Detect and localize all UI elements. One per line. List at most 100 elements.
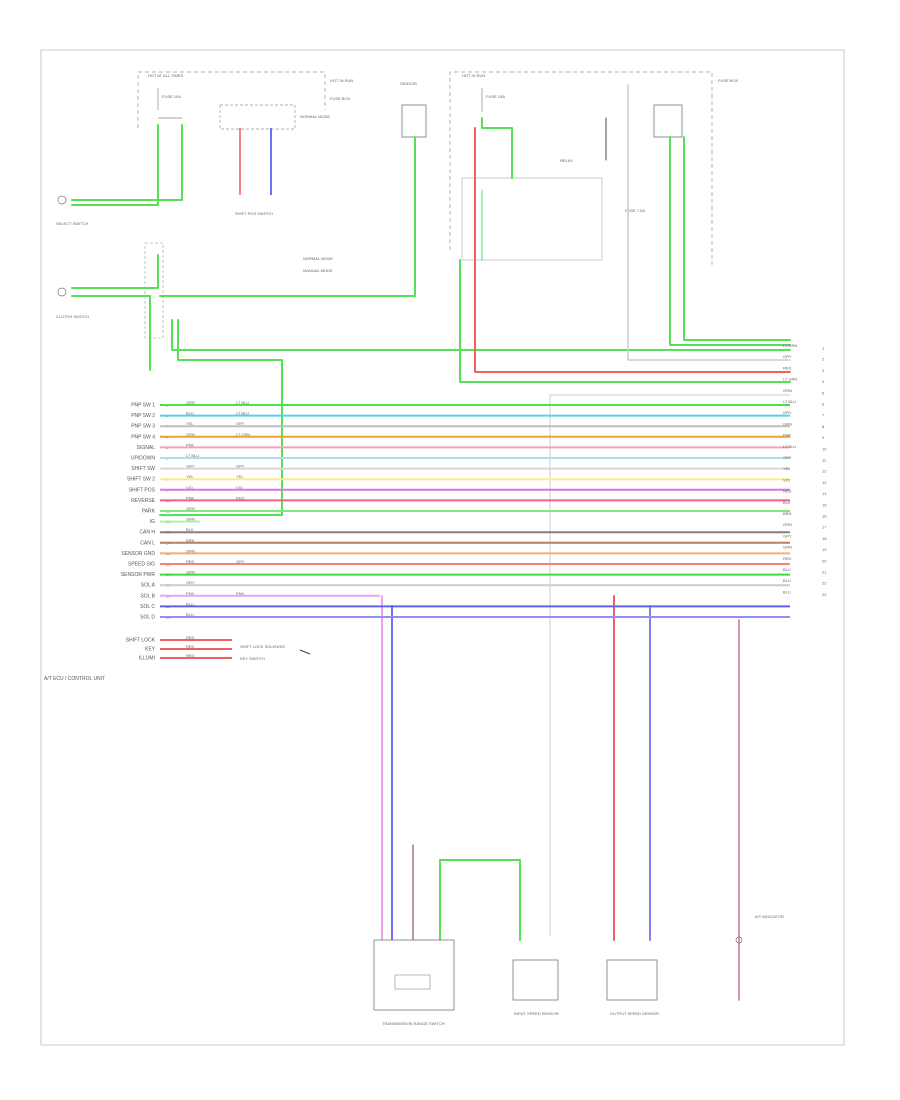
wire-color-code: VIO [783, 477, 790, 482]
wire-color-code: GRN [186, 506, 195, 511]
pin-number: 23 [822, 592, 827, 597]
wire-color-code: LT GRN [783, 377, 797, 382]
wire-color-code: BLU [783, 567, 791, 572]
wire-color-code-2: PNK [236, 591, 245, 596]
relay-label: RELAY [560, 158, 573, 163]
wire-color-code: BLU [186, 411, 194, 416]
wire-color-code: RED [783, 489, 792, 494]
wire-color-code: GRY [783, 455, 792, 460]
pin-number: 5 [822, 390, 825, 395]
wire-color-code: GRN [186, 570, 195, 575]
pin-number: 3 [822, 368, 825, 373]
wire-color-code: GRN [783, 388, 792, 393]
shift-lock-label: SHIFT LOCK SOLENOID [240, 644, 285, 649]
ecu-pin-row: SOL B19PNKPNK [140, 591, 380, 599]
svg-text:CLUTCH SWITCH: CLUTCH SWITCH [56, 314, 89, 319]
svg-text:TRANSMISSION RANGE SWITCH: TRANSMISSION RANGE SWITCH [382, 1021, 445, 1026]
pin-label: SHIFT SW 2 [127, 477, 155, 483]
wire-color-code: RED [783, 365, 792, 370]
wire-color-code: LT BLU [186, 453, 199, 458]
ecu-pin-row: PARK11GRN [142, 506, 790, 515]
pin-number: 11 [822, 458, 827, 463]
clutch-switch: CLUTCH SWITCH [56, 287, 89, 319]
pin-label: PNP SW 4 [131, 434, 155, 440]
right-pin: VIO 13 [783, 477, 827, 485]
svg-text:HOT IN RUN: HOT IN RUN [462, 73, 485, 78]
wire-color-code: VIO [186, 485, 193, 490]
ecu-pin-row: PNP SW 22BLULT BLU [131, 411, 790, 419]
pin-number: 19 [822, 547, 827, 552]
wire-color-code: PNK [186, 591, 195, 596]
top-connector-a: SENSOR [400, 81, 427, 138]
ecu-pin-row: REVERSE10PNKRED [131, 495, 790, 504]
pin-number: 1 [822, 346, 825, 351]
svg-text:SENSOR: SENSOR [400, 81, 417, 86]
right-pin: BLU 21 [783, 567, 827, 575]
wire-color-code: GRY [186, 580, 195, 585]
svg-text:INPUT SPEED SENSOR: INPUT SPEED SENSOR [514, 1011, 559, 1016]
svg-text:FUSE BOX: FUSE BOX [718, 78, 739, 83]
shift-switch-label: SHIFT POS SWITCH [235, 211, 273, 216]
ecu-pin-row: SHIFT SW 28YELYEL [127, 474, 790, 483]
svg-text:FUSE 15A: FUSE 15A [486, 94, 505, 99]
diagram-frame [40, 49, 845, 1046]
wire-color-code: GRY [783, 533, 792, 538]
wire-color-code: ORN [186, 548, 195, 553]
wire-color-code: RED [186, 559, 195, 564]
svg-text:A/T INDICATOR: A/T INDICATOR [755, 914, 784, 919]
wire-color-code: BRN [186, 538, 195, 543]
pin-label: SOL B [140, 593, 155, 599]
pin-number: 7 [822, 413, 825, 418]
wire-color-code: PNK [186, 442, 195, 447]
right-pin: RED 14 [783, 489, 827, 497]
pin-label: SOL A [141, 583, 156, 589]
pin-label: PNP SW 1 [131, 403, 155, 409]
wire-color-code-2: LT BLU [236, 400, 249, 405]
transmission-range-switch: TRANSMISSION RANGE SWITCH [373, 939, 455, 1026]
right-pin: RED 3 [783, 365, 825, 373]
output-speed-sensor: OUTPUT SPEED SENSOR [606, 959, 659, 1016]
pin-label: SHIFT SW [131, 466, 155, 472]
wire-color-code-2: GRY [236, 421, 245, 426]
ecu-pin-row: CAN H13BLK [139, 527, 790, 536]
wire-color-code: RED [186, 644, 195, 649]
pin-label: IG [150, 519, 155, 525]
harness-wires [71, 84, 791, 1001]
pin-number: 8 [822, 424, 825, 429]
wire-color-code: YEL [186, 421, 194, 426]
ecu-pin-row: SENSOR GND15ORN [121, 548, 790, 557]
pin-number: 17 [822, 525, 827, 530]
hot-run-label: HOT IN RUN [330, 78, 353, 83]
pin-label: SOL D [140, 615, 155, 621]
ecu-pin-row: PNP SW 44ORNLT GRN [131, 432, 790, 440]
svg-text:OUTPUT SPEED SENSOR: OUTPUT SPEED SENSOR [610, 1011, 659, 1016]
wire-color-code: GRY [783, 354, 792, 359]
pin-number: 21 [822, 570, 827, 575]
wire-color-code: BLU [783, 578, 791, 583]
wire-color-code: LT GRN [783, 343, 797, 348]
pin-label: KEY [145, 647, 156, 653]
right-pin: LT GRN 1 [783, 343, 825, 351]
wire-color-code: PNK [186, 495, 195, 500]
ecu-pin-row: SOL C20BLU [140, 601, 790, 610]
pin-number: 13 [822, 480, 827, 485]
pin-number: 14 [822, 491, 827, 496]
ecu-pin-row: SOL D21BLU [140, 612, 790, 621]
pin-number: 15 [822, 502, 827, 507]
wire-color-code: ORN [186, 432, 195, 437]
wire-color-code: GRY [783, 410, 792, 415]
right-pin: GRY 7 [783, 410, 825, 418]
pin-label: PNP SW 2 [131, 413, 155, 419]
